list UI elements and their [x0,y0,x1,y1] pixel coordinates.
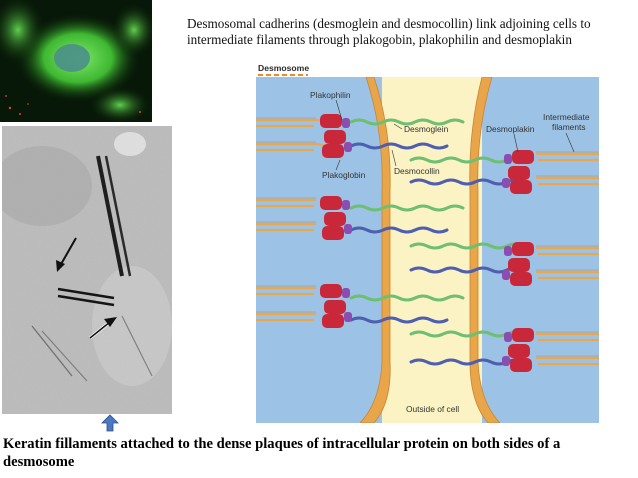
label-intermediate-filaments-line2: filaments [552,122,586,132]
dense-plaque-left [320,114,352,328]
arrow-icon [56,237,77,272]
arrow-icon [89,317,117,340]
label-desmoglein: Desmoglein [404,124,449,134]
label-desmoplakin: Desmoplakin [486,124,535,134]
cell-membrane-right [469,76,501,423]
fluorescence-micrograph [0,0,152,122]
desmoglein-strand [349,118,465,126]
cell-nucleus [54,44,90,72]
up-arrow-icon [101,414,119,432]
dense-plaque-right [502,150,534,372]
label-plakophilin: Plakophilin [310,90,351,100]
label-plakoglobin: Plakoglobin [322,170,366,180]
desmocollin-strand [349,142,449,150]
intermediate-filaments-right [536,152,599,366]
electron-micrograph [2,126,172,414]
label-intermediate-filaments-line1: Intermediate [543,112,590,122]
top-caption: Desmosomal cadherins (desmoglein and des… [187,16,591,47]
label-desmocollin: Desmocollin [394,166,440,176]
desmosome-plaque-band [96,155,124,277]
label-outside-of-cell: Outside of cell [406,404,459,414]
bottom-caption: Keratin fillaments attached to the dense… [3,436,561,470]
desmosome-diagram: Desmosome Plakophilin Desmoglein Desmopl… [256,62,599,423]
diagram-title: Desmosome [258,63,309,73]
